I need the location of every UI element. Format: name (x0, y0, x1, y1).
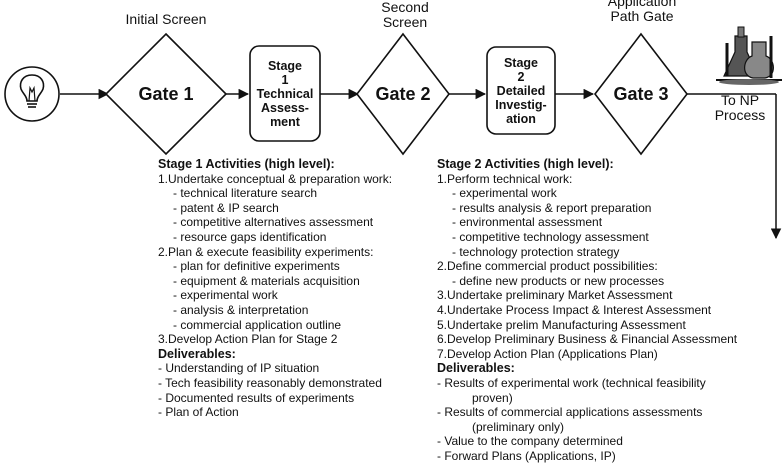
activity-item: 5.Undertake prelim Manufacturing Assessm… (437, 317, 686, 332)
stage-2-activities-title: Stage 2 Activities (high level): (437, 157, 614, 171)
deliverable-item: - Value to the company determined (437, 434, 623, 449)
gate-1-diamond (104, 32, 228, 156)
activity-item: - define new products or new processes (452, 273, 665, 288)
deliverable-item: proven) (472, 390, 513, 405)
activity-item: - patent & IP search (173, 200, 279, 215)
activity-item: 3.Develop Action Plan for Stage 2 (158, 332, 338, 347)
activity-item: 4.Undertake Process Impact & Interest As… (437, 302, 712, 317)
gate-2-diamond (355, 32, 451, 156)
lightbulb-icon (4, 66, 60, 122)
deliverable-item: - Plan of Action (158, 405, 239, 420)
stage-2-deliverables-title: Deliverables: (437, 361, 515, 376)
deliverable-item: - Forward Plans (Applications, IP) (437, 448, 616, 463)
stage-1-activities-title: Stage 1 Activities (high level): (158, 157, 335, 171)
activity-item: - experimental work (173, 288, 278, 303)
activity-item: 6.Develop Preliminary Business & Financi… (437, 332, 738, 347)
activity-item: - technical literature search (173, 186, 318, 201)
activity-item: 1.Perform technical work: (437, 171, 573, 186)
gate-2-label: Gate 2 (375, 83, 431, 104)
deliverable-item: - Results of experimental work (technica… (437, 375, 706, 390)
activity-item: - technology protection strategy (452, 244, 620, 259)
gate-3-label: Gate 3 (613, 83, 669, 104)
activity-item: 3.Undertake preliminary Market Assessmen… (437, 288, 673, 303)
stage-1-box (249, 45, 321, 142)
second-screen-label: Second Screen (381, 0, 429, 30)
deliverable-item: - Documented results of experiments (158, 390, 355, 405)
deliverable-item: - Understanding of IP situation (158, 361, 320, 376)
activity-item: - competitive alternatives assessment (173, 215, 374, 230)
activity-item: 2.Plan & execute feasibility experiments… (158, 244, 374, 259)
lab-flasks-icon (716, 26, 782, 85)
activity-item: - plan for definitive experiments (173, 259, 340, 274)
stage-1-activities: Stage 1 Activities (high level): 1.Under… (158, 157, 392, 420)
application-path-gate-label: Application Path Gate (607, 0, 677, 24)
activity-item: - resource gaps identification (173, 229, 327, 244)
activity-item: - experimental work (452, 186, 557, 201)
gate-3-diamond (593, 32, 689, 156)
activity-item: 7.Develop Action Plan (Applications Plan… (437, 346, 658, 361)
activity-item: - commercial application outline (173, 317, 342, 332)
deliverable-item: - Tech feasibility reasonably demonstrat… (158, 375, 382, 390)
deliverable-item: - Results of commercial applications ass… (437, 405, 703, 420)
activity-item: - analysis & interpretation (173, 302, 309, 317)
activity-item: - equipment & materials acquisition (173, 273, 360, 288)
activity-item: 1.Undertake conceptual & preparation wor… (158, 171, 393, 186)
activity-item: - results analysis & report preparation (452, 200, 652, 215)
activity-item: - competitive technology assessment (452, 229, 649, 244)
stage-2-activities: Stage 2 Activities (high level): 1.Perfo… (437, 157, 737, 463)
to-np-process-label: To NP Process (714, 92, 766, 123)
stage-2-box (486, 46, 556, 135)
stage-1-deliverables-title: Deliverables: (158, 346, 236, 361)
initial-screen-label: Initial Screen (125, 11, 207, 27)
activity-item: 2.Define commercial product possibilitie… (437, 259, 658, 274)
stage-1-label: Stage 1 Technical Assess- ment (256, 59, 314, 129)
gate-1-label: Gate 1 (138, 83, 194, 104)
stage-2-label: Stage 2 Detailed Investig- ation (495, 56, 547, 126)
deliverable-item: (preliminary only) (472, 419, 565, 434)
activity-item: - environmental assessment (452, 215, 603, 230)
